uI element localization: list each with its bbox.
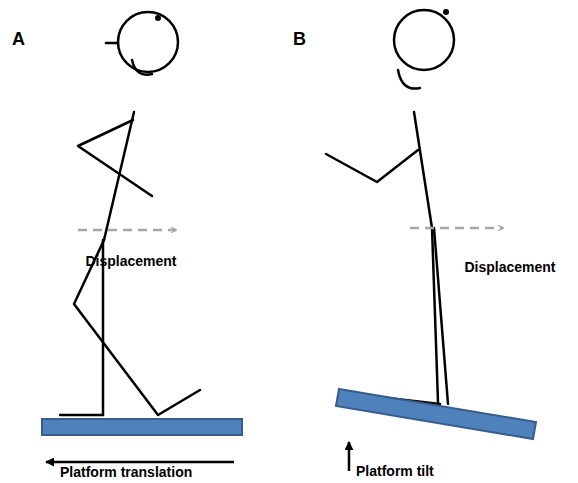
- panel-letter: A: [12, 30, 25, 50]
- figure-a: [60, 12, 200, 415]
- platform-label: Platform translation: [60, 465, 192, 480]
- tilt-arrow: [348, 442, 351, 471]
- platform: [42, 419, 242, 435]
- translation-arrow: [46, 461, 234, 464]
- panel-letter: B: [293, 30, 306, 50]
- displacement-label: Displacement: [464, 260, 555, 275]
- displacement-arrow: [78, 229, 176, 232]
- platform-label: Platform tilt: [356, 464, 434, 479]
- displacement-label: Displacement: [85, 254, 176, 269]
- displacement-arrow: [410, 227, 503, 230]
- tilted-platform: [336, 389, 536, 439]
- figure-b: [326, 9, 454, 404]
